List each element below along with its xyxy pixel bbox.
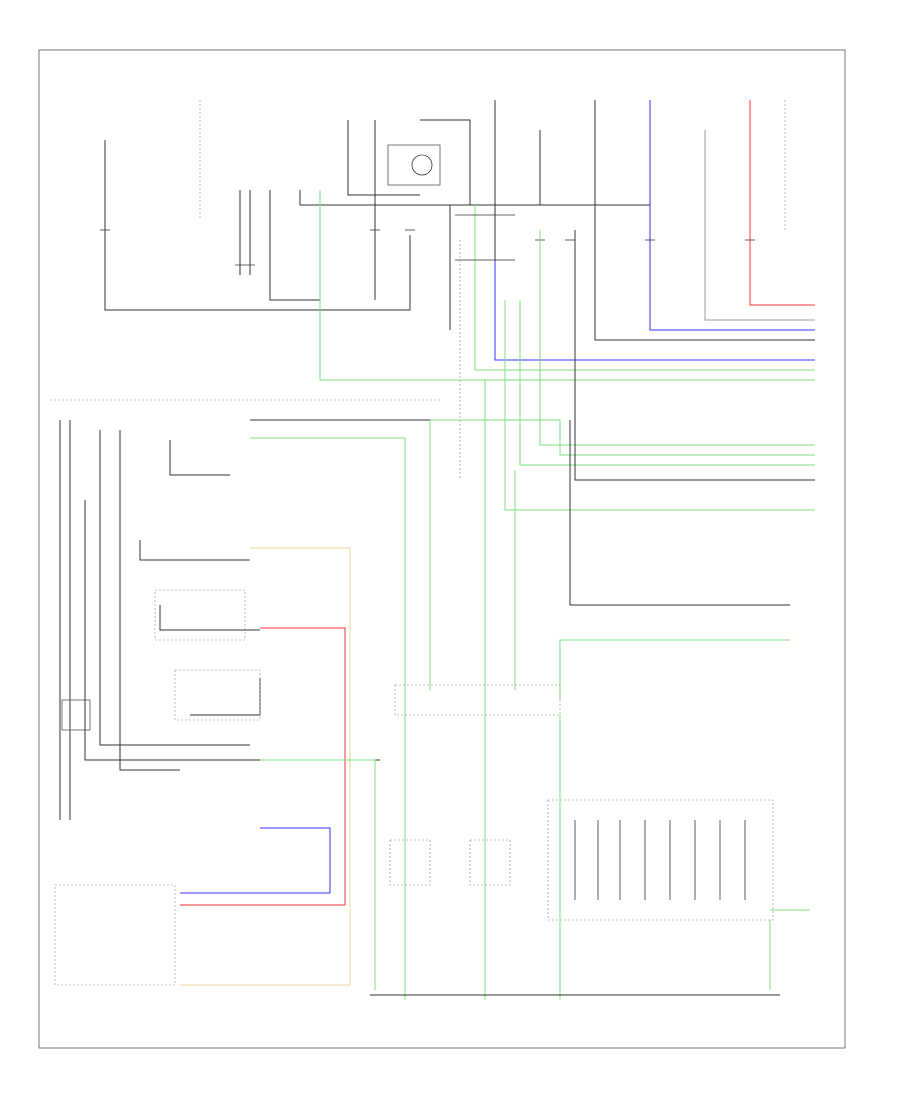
relay-coil-icon — [411, 154, 433, 176]
wire-right-green-5 — [559, 639, 790, 700]
wire-switch-b — [139, 540, 250, 561]
wire-right-black-2 — [569, 420, 790, 606]
wire-combo-3 — [269, 190, 320, 301]
light-switch-box — [174, 669, 261, 721]
wire-green-lower — [260, 759, 376, 990]
wire-green-bundle-2 — [474, 205, 815, 371]
wire-yellow-loop — [180, 547, 351, 986]
wire-fuse-7-red — [749, 100, 815, 306]
emergency-switch-box — [154, 589, 246, 641]
wire-left-switch-1 — [99, 430, 250, 746]
right-terminals — [430, 230, 815, 700]
wire-relay-out — [420, 119, 471, 205]
wire-fuse-6-gray — [704, 130, 815, 321]
wire-right-black-1 — [574, 230, 815, 481]
wire-green-bundle-1 — [319, 190, 815, 381]
top-connector-pins — [100, 214, 755, 266]
wire-switch-d — [190, 678, 261, 716]
lower-right-connector — [547, 799, 810, 990]
sensor-box-1 — [389, 839, 431, 886]
wire-blue-bundle — [494, 260, 815, 361]
control-unit — [389, 380, 561, 1000]
connector-block — [547, 799, 774, 921]
wire-fuse-4 — [594, 100, 815, 341]
wire-right-green-4 — [504, 300, 815, 511]
top-section — [100, 100, 815, 381]
sensor-box-2 — [469, 839, 511, 886]
bottom-left-harness-box — [54, 884, 176, 986]
wire-right-green-1 — [430, 419, 815, 456]
diagram-frame — [38, 49, 846, 1049]
wire-fuse-5-blue — [649, 100, 815, 331]
left-module-box — [61, 699, 91, 731]
wire-switch-a — [169, 440, 230, 476]
wire-relay-box — [347, 120, 420, 196]
wire-left-switch-2 — [119, 430, 180, 771]
ground-bus — [54, 884, 780, 996]
wire-blue-loop — [180, 827, 331, 894]
wire-red-loop — [180, 627, 346, 906]
wire-switch-c — [159, 605, 260, 631]
wire-green-main — [250, 437, 406, 1000]
relay-box — [387, 144, 441, 186]
left-switch-cluster — [59, 419, 430, 1000]
wire-right-green-2 — [519, 300, 815, 466]
control-unit-box — [394, 684, 561, 716]
wire-right-green-3 — [539, 230, 815, 446]
wire-left-feed — [104, 140, 411, 311]
